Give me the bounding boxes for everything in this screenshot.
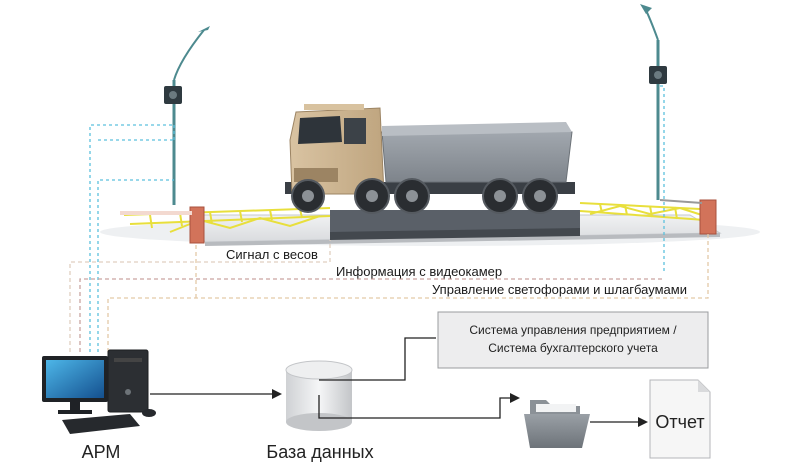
light-pole-left [164,26,210,205]
erp-label-line2: Система бухгалтерского учета [488,341,658,355]
folder-icon [524,400,590,448]
network-lines [89,85,665,352]
workstation-label: АРМ [82,442,121,462]
traffic-control-line [107,234,709,352]
report-label: Отчет [655,412,704,432]
signal-scales-label: Сигнал с весов [226,247,318,262]
arrow-folder-to-report [590,417,648,427]
video-info-label: Информация с видеокамер [336,264,502,279]
barrier-left [120,206,205,244]
traffic-control-label: Управление светофорами и шлагбаумами [432,282,687,297]
workstation-computer [42,349,156,434]
report-document-icon [649,379,711,459]
arrow-arm-to-db [150,389,282,399]
barrier-right [659,199,717,235]
signal-scales-line [69,240,331,352]
db-to-folder-connector [318,393,520,419]
dump-truck [285,104,575,214]
database-label: База данных [266,442,373,462]
light-pole-right [640,4,667,200]
erp-system-box: Система управления предприятием / Систем… [437,311,709,369]
video-info-line [79,278,664,352]
db-to-erp-connector [319,337,436,381]
erp-label-line1: Система управления предприятием / [469,323,677,337]
